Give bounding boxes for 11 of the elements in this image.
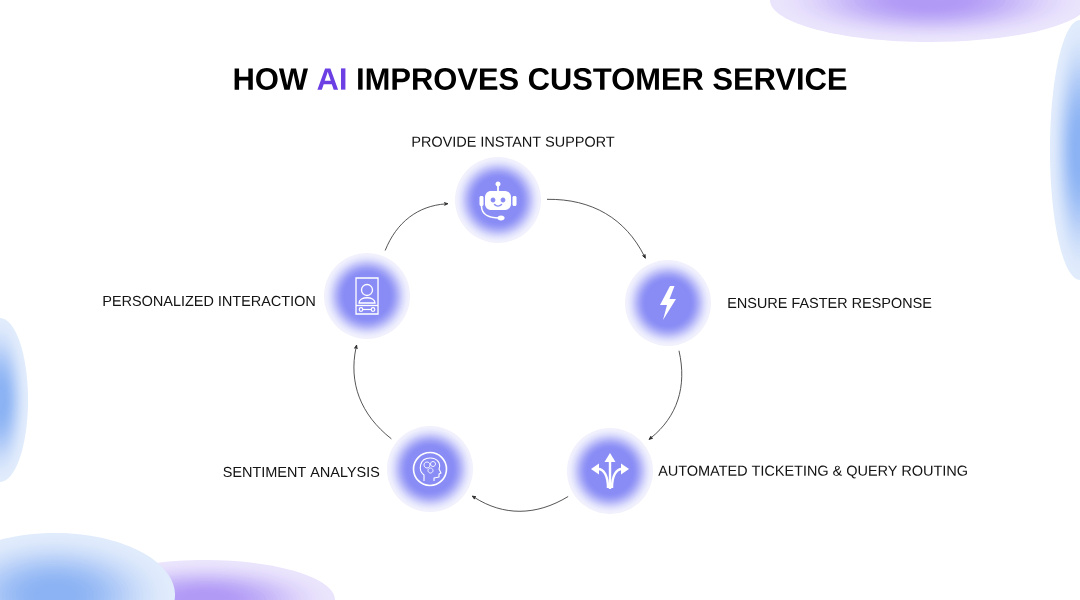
- step-label: ENSURE FASTER RESPONSE: [728, 297, 932, 309]
- arrow: [353, 344, 392, 440]
- arrow: [648, 350, 683, 440]
- step-label: AUTOMATED TICKETING & QUERY ROUTING: [658, 465, 967, 479]
- title: HOW AI IMPROVES CUSTOMER SERVICE: [234, 68, 847, 90]
- arrow: [471, 495, 569, 512]
- arrow: [384, 202, 449, 251]
- step-label: PROVIDE INSTANT SUPPORT: [412, 136, 615, 147]
- arrow: [546, 198, 646, 259]
- step-label: PERSONALIZED INTERACTION: [103, 295, 315, 307]
- step-label: SENTIMENT ANALYSIS: [223, 466, 380, 478]
